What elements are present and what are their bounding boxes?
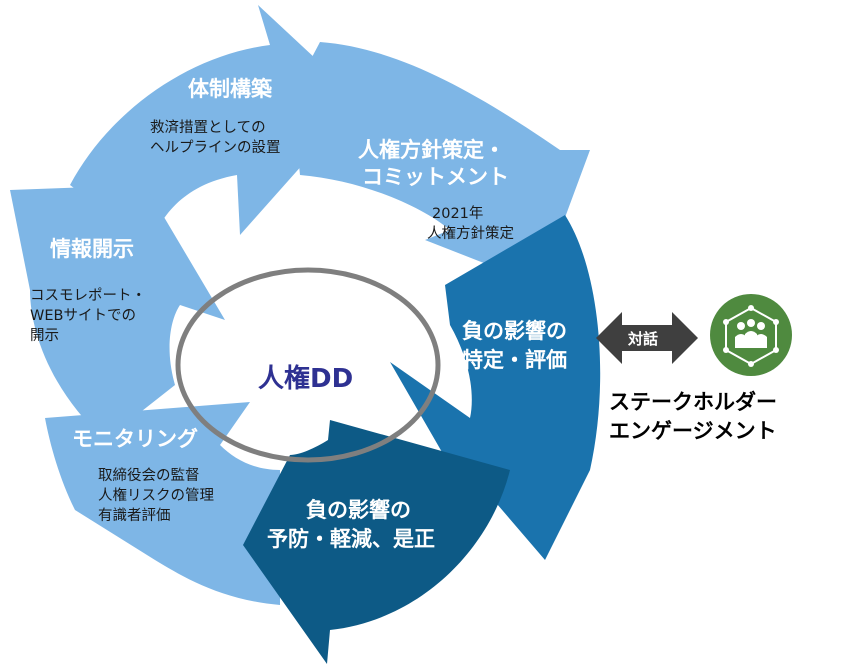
step-title-taisei: 体制構築 <box>188 77 272 101</box>
segment-identify <box>390 215 601 560</box>
step-detail-policy-2: 人権方針策定 <box>427 226 514 242</box>
step-title-prevent-2: 予防・軽減、是正 <box>267 527 435 551</box>
step-title-disclosure: 情報開示 <box>50 237 134 261</box>
people-network-icon <box>710 294 792 376</box>
step-detail-taisei-1: 救済措置としての <box>150 120 266 136</box>
segment-disclosure <box>10 185 225 440</box>
stakeholder-label-1: ステークホルダー <box>609 390 777 414</box>
center-label: 人権DD <box>258 364 354 394</box>
step-title-identify-1: 負の影響の <box>462 319 567 343</box>
step-detail-monitoring-1: 取締役会の監督 <box>98 468 200 484</box>
segment-policy <box>292 42 590 285</box>
step-detail-taisei-2: ヘルプラインの設置 <box>150 140 281 156</box>
dialogue-double-arrow <box>596 312 698 364</box>
step-title-policy-2: コミットメント <box>362 165 509 189</box>
step-detail-disclosure-1: コスモレポート・ <box>30 288 146 304</box>
step-title-monitoring: モニタリング <box>72 427 198 451</box>
segment-taisei <box>70 5 360 245</box>
inner-ring <box>175 267 441 463</box>
step-detail-monitoring-2: 人権リスクの管理 <box>98 488 214 504</box>
step-detail-disclosure-3: 開示 <box>30 328 59 344</box>
step-title-prevent-1: 負の影響の <box>306 498 411 522</box>
stakeholder-label-2: エンゲージメント <box>609 419 777 443</box>
dialogue-label: 対話 <box>628 330 659 348</box>
step-detail-disclosure-2: WEBサイトでの <box>30 308 136 324</box>
step-detail-policy-1: 2021年 <box>432 206 484 222</box>
segment-prevent <box>243 420 510 664</box>
step-title-identify-2: 特定・評価 <box>462 348 567 372</box>
segment-monitoring <box>45 402 280 605</box>
step-title-policy-1: 人権方針策定・ <box>358 138 505 162</box>
step-detail-monitoring-3: 有識者評価 <box>98 508 171 524</box>
